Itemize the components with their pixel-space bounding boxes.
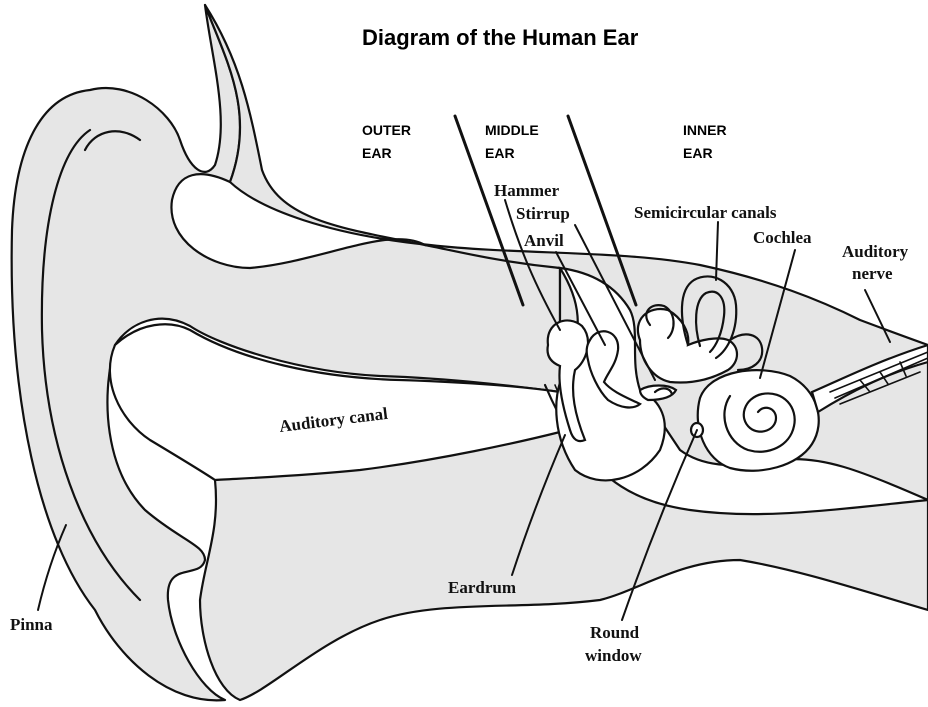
region-outer-line1: OUTER <box>362 122 411 138</box>
label-auditory-nerve-line1: Auditory <box>842 242 909 261</box>
label-hammer: Hammer <box>494 181 560 200</box>
label-anvil: Anvil <box>524 231 564 250</box>
label-pinna: Pinna <box>10 615 53 634</box>
diagram-title: Diagram of the Human Ear <box>362 25 639 50</box>
region-inner-line2: EAR <box>683 145 713 161</box>
region-outer-line2: EAR <box>362 145 392 161</box>
label-cochlea: Cochlea <box>753 228 812 247</box>
region-inner-line1: INNER <box>683 122 727 138</box>
region-middle-line1: MIDDLE <box>485 122 539 138</box>
label-round-window-line2: window <box>585 646 642 665</box>
label-round-window-line1: Round <box>590 623 640 642</box>
region-middle-line2: EAR <box>485 145 515 161</box>
cochlea-body <box>698 370 819 471</box>
label-eardrum: Eardrum <box>448 578 516 597</box>
label-semicircular-canals: Semicircular canals <box>634 203 777 222</box>
label-stirrup: Stirrup <box>516 204 570 223</box>
label-auditory-nerve-line2: nerve <box>852 264 893 283</box>
